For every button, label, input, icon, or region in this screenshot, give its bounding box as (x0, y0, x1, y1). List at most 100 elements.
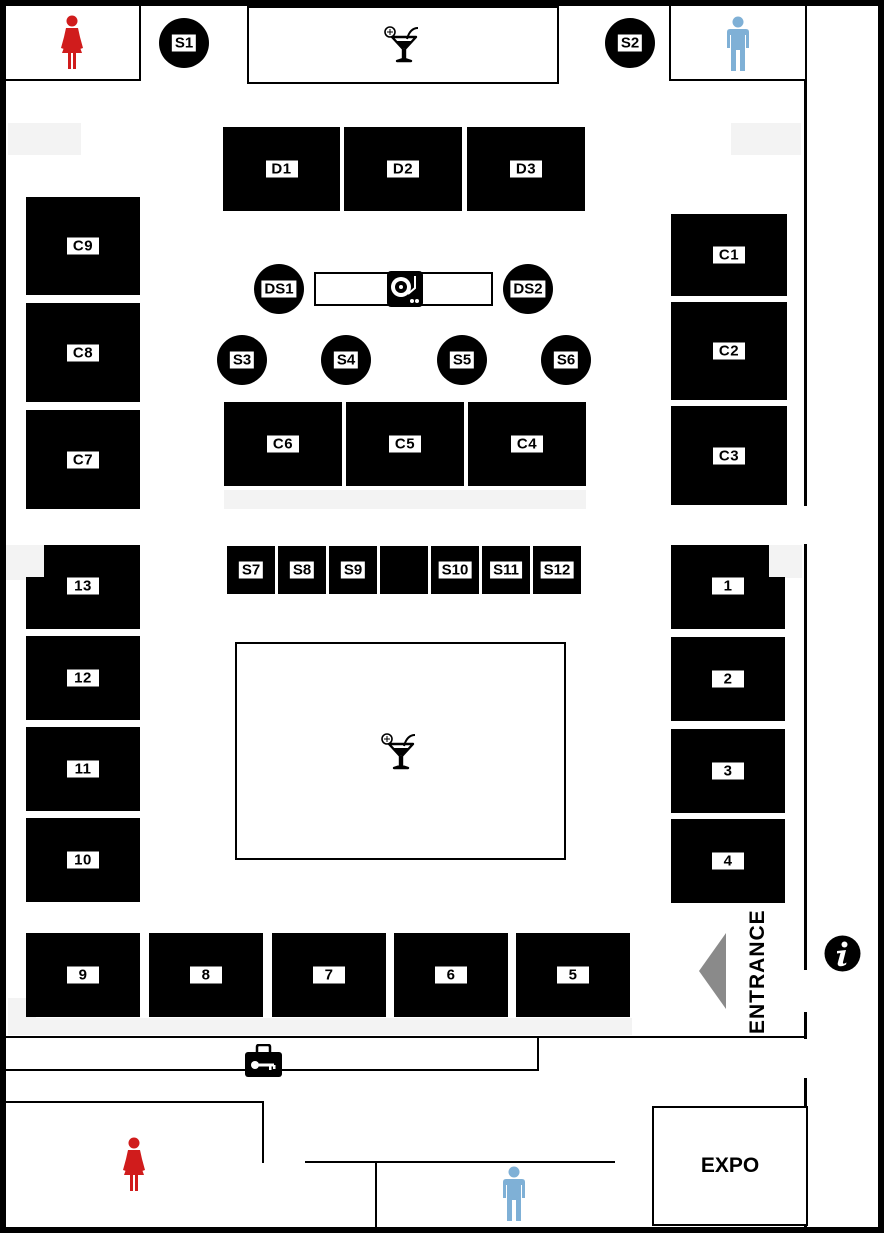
booth-11[interactable]: 11 (26, 727, 140, 811)
stand-label: DS1 (261, 280, 297, 298)
stand-label: S12 (540, 561, 574, 579)
stand-unlabeled[interactable] (380, 546, 428, 594)
stand-s4[interactable]: S4 (321, 335, 371, 385)
booth-12[interactable]: 12 (26, 636, 140, 720)
table-c1[interactable]: C1 (671, 214, 787, 296)
bottom-partition-vertical (375, 1161, 377, 1228)
stand-label: S6 (553, 351, 579, 369)
booth-6[interactable]: 6 (394, 933, 508, 1017)
stand-label: S1 (171, 34, 197, 52)
booth-1-base: 1 (671, 577, 785, 629)
aisle-strip-right (766, 545, 802, 578)
right-inner-wall-stub (804, 1012, 807, 1039)
woman-icon (120, 1137, 148, 1193)
table-label: D2 (387, 160, 419, 178)
aisle-strip-left (6, 545, 46, 580)
stand-s2[interactable]: S2 (605, 18, 655, 68)
stand-s7[interactable]: S7 (227, 546, 275, 594)
table-d1[interactable]: D1 (223, 127, 340, 211)
expo-room[interactable]: EXPO (652, 1106, 808, 1226)
table-label: C3 (713, 447, 745, 464)
stand-s12[interactable]: S12 (533, 546, 581, 594)
booth-label: 1 (712, 577, 744, 595)
coat-corridor-end (537, 1036, 539, 1071)
booth-label: 8 (190, 966, 222, 984)
cocktail-icon (381, 732, 421, 772)
booth-label: 2 (712, 670, 744, 688)
stand-label: S5 (449, 351, 475, 369)
table-label: D3 (510, 160, 542, 178)
booth-label: 3 (712, 762, 744, 780)
dj-stand-ds1[interactable]: DS1 (254, 264, 304, 314)
booth-4[interactable]: 4 (671, 819, 785, 903)
booth-label: 13 (67, 577, 99, 595)
stand-s5[interactable]: S5 (437, 335, 487, 385)
bottom-partition (305, 1161, 615, 1163)
center-bar (235, 642, 566, 860)
stand-s8[interactable]: S8 (278, 546, 326, 594)
table-label: C7 (67, 451, 99, 468)
table-label: C1 (713, 246, 745, 264)
stand-s6[interactable]: S6 (541, 335, 591, 385)
booth-9[interactable]: 9 (26, 933, 140, 1017)
woman-icon (58, 15, 86, 71)
aisle-strip-center (224, 490, 586, 509)
booth-3[interactable]: 3 (671, 729, 785, 813)
booth-7[interactable]: 7 (272, 933, 386, 1017)
right-inner-wall-top (804, 6, 807, 506)
table-c9[interactable]: C9 (26, 197, 140, 295)
table-d2[interactable]: D2 (344, 127, 462, 211)
stand-s1[interactable]: S1 (159, 18, 209, 68)
booth-8[interactable]: 8 (149, 933, 263, 1017)
stand-label: S10 (438, 561, 472, 579)
dj-stand-ds2[interactable]: DS2 (503, 264, 553, 314)
man-icon (725, 16, 751, 72)
info-icon[interactable] (824, 935, 861, 972)
booth-2[interactable]: 2 (671, 637, 785, 721)
restroom-men-top (669, 4, 807, 81)
booth-13-base: 13 (26, 577, 140, 629)
expo-label: EXPO (700, 1154, 760, 1177)
aisle-strip-bottom (36, 1018, 632, 1035)
booth-label: 7 (313, 966, 345, 984)
aisle-strip-top-left (8, 123, 81, 155)
booth-label: 11 (67, 760, 99, 778)
table-c5[interactable]: C5 (346, 402, 464, 486)
stand-label: S8 (289, 561, 315, 579)
table-d3[interactable]: D3 (467, 127, 585, 211)
stand-s10[interactable]: S10 (431, 546, 479, 594)
booth-label: 9 (67, 966, 99, 984)
table-label: C5 (389, 435, 421, 453)
table-c6[interactable]: C6 (224, 402, 342, 486)
stand-s9[interactable]: S9 (329, 546, 377, 594)
table-label: C4 (511, 435, 543, 453)
turntable-icon (386, 270, 424, 308)
stand-s3[interactable]: S3 (217, 335, 267, 385)
table-label: C9 (67, 237, 99, 255)
entrance-label: ENTRANCE (746, 909, 769, 1034)
stand-label: S2 (617, 34, 643, 52)
locker-key-icon[interactable] (244, 1043, 283, 1078)
booth-label: 5 (557, 966, 589, 984)
table-c3[interactable]: C3 (671, 406, 787, 505)
stand-label: S4 (333, 351, 359, 369)
man-icon (501, 1166, 527, 1222)
stand-label: S11 (490, 561, 522, 579)
table-c7[interactable]: C7 (26, 410, 140, 509)
booth-5[interactable]: 5 (516, 933, 630, 1017)
table-c8[interactable]: C8 (26, 303, 140, 402)
table-c2[interactable]: C2 (671, 302, 787, 400)
restroom-side-wall (262, 1101, 264, 1163)
table-label: D1 (265, 160, 298, 178)
stand-label: S7 (238, 561, 264, 579)
stand-s11[interactable]: S11 (482, 546, 530, 594)
stand-label: DS2 (510, 280, 546, 298)
table-c4[interactable]: C4 (468, 402, 586, 486)
cocktail-icon (384, 25, 424, 65)
table-label: C6 (267, 435, 299, 453)
restroom-top-wall (6, 1101, 264, 1103)
booth-label: 12 (67, 669, 99, 687)
booth-10[interactable]: 10 (26, 818, 140, 902)
aisle-strip-top-right (731, 123, 801, 155)
table-label: C8 (67, 344, 99, 361)
